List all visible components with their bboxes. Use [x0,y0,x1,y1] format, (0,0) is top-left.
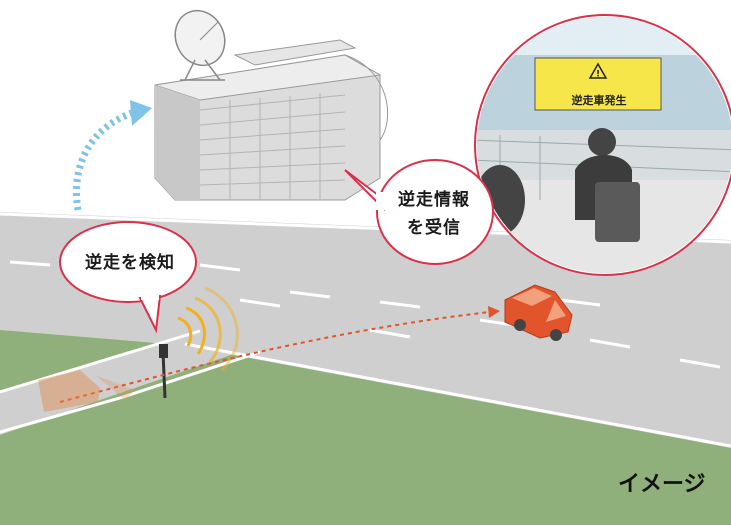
wrong-way-car [504,284,573,341]
receive-label-line2: を受信 [407,218,461,238]
monitor-alert-text: 逆走車発生 [571,94,627,107]
image-caption: イメージ [618,472,706,497]
svg-text:!: ! [596,70,600,80]
alert-monitor [534,57,662,111]
detect-label: 逆走を検知 [85,253,175,273]
receive-label: 逆走情報 を受信 [388,186,480,242]
warning-triangle-icon [588,62,608,79]
control-center-building [154,39,389,201]
grass-field [0,325,731,525]
receive-label-line1: 逆走情報 [398,190,470,210]
road-edge-line [0,350,261,434]
trajectory-arrowhead [488,306,500,318]
upload-arrow-icon [73,100,152,211]
detect-speech-bubble [59,221,197,334]
satellite-dish-icon [174,9,226,81]
wrong-way-car-ghost [38,370,135,412]
receive-speech-bubble [344,159,494,265]
signal-wave-icon [177,286,239,372]
road-edge-line [0,329,201,394]
road-edge-line [184,342,731,448]
